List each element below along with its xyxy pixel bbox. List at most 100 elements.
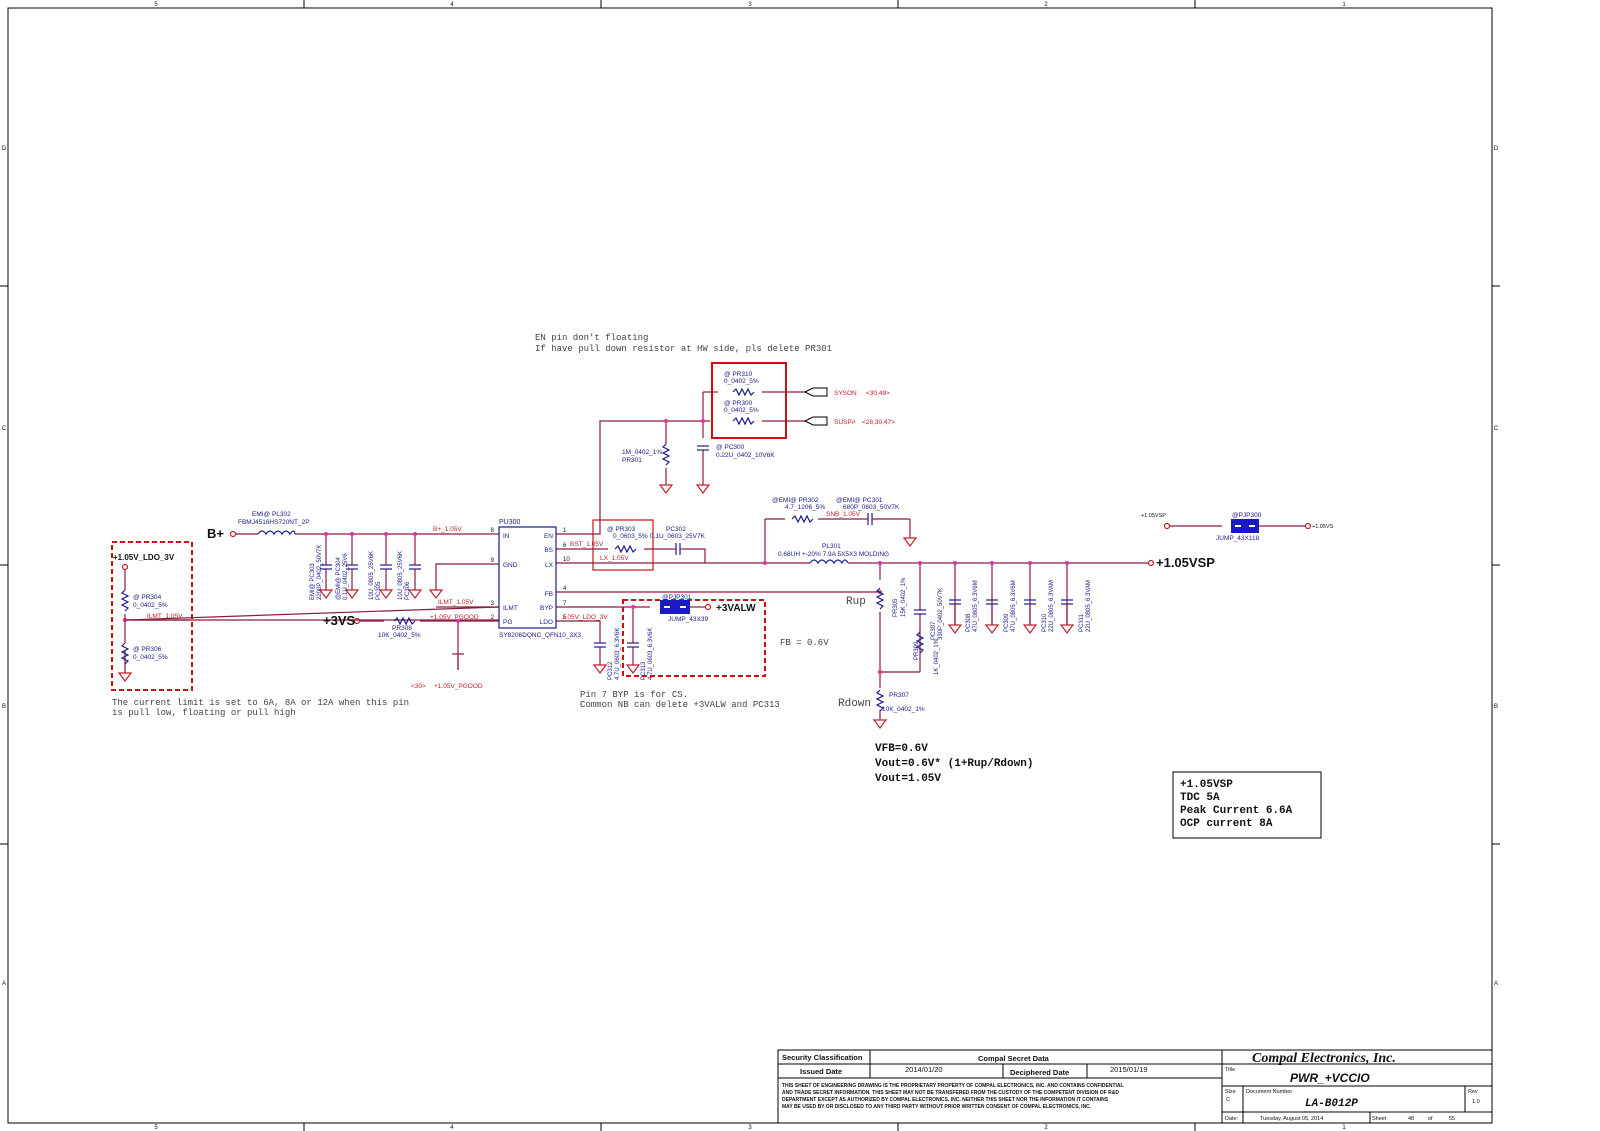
net-snb: SNB_1.05V <box>826 511 861 518</box>
part-value: 1M_0402_1% <box>622 449 662 456</box>
tb-rev-label: Rev <box>1468 1089 1478 1095</box>
tb-size-label: Size <box>1225 1089 1236 1095</box>
net-terminal <box>229 530 237 538</box>
pin-number: 6 <box>563 543 567 549</box>
byp-option-box <box>622 599 766 677</box>
part-ref: @EMI@ PC301 <box>836 497 883 504</box>
vout-result: Vout=1.05V <box>875 773 941 785</box>
capacitor-pc312[interactable] <box>594 642 606 648</box>
tb-issued-label: Issued Date <box>800 1067 842 1076</box>
port-susp[interactable] <box>803 416 828 426</box>
net-pgood: +1.05V_PGOOD <box>434 683 483 690</box>
ic-pin-fb: FB <box>545 591 553 598</box>
net-jump-right: +1.05VS <box>1312 524 1334 530</box>
rdown-label: Rdown <box>838 698 871 710</box>
inductor-pl302[interactable]: EMI@ PL302 FBMJ4516HS720NT_2P <box>238 511 310 536</box>
border-col-label: 3 <box>748 1125 752 1131</box>
capacitor-pc306[interactable] <box>409 564 421 570</box>
note-byp-line1: Pin 7 BYP is for CS. <box>580 690 688 700</box>
part-ref: @ PR310 <box>724 371 753 378</box>
spec-peak: Peak Current 6.6A <box>1180 805 1293 817</box>
ic-pin-in: IN <box>503 533 510 540</box>
part-label-rotated: PC30847U_0805_6.3V6M <box>966 580 979 632</box>
capacitor-pc313[interactable] <box>627 642 639 648</box>
ic-pu300[interactable]: PU300 SY8206DQNC_QFN10_3X3 IN GND ILMT P… <box>491 519 582 639</box>
resistor-pr308[interactable] <box>393 616 416 626</box>
title-block: Security Classification Compal Secret Da… <box>777 1049 1493 1124</box>
net-terminal <box>1304 522 1312 530</box>
tb-security-label: Security Classification <box>782 1053 863 1062</box>
pin-number: 8 <box>491 528 495 534</box>
pin-number: 3 <box>491 601 495 607</box>
wires <box>124 391 1305 720</box>
bst-option-box <box>592 519 654 571</box>
net-bst: BST_1.05V <box>570 541 604 548</box>
border-col-label: 2 <box>1044 1125 1048 1131</box>
pin-number: 9 <box>491 558 495 564</box>
ground-icon <box>592 664 608 674</box>
part-ref: @ PR303 <box>607 526 636 533</box>
part-ref: PC302 <box>666 526 686 533</box>
jumper-pjp301[interactable]: @PJP301 JUMP_43X39 <box>660 594 708 623</box>
part-label-rotated: PC31122U_0805_6.3VAM <box>1079 580 1092 632</box>
pin-number: 2 <box>491 615 495 621</box>
net-3valw: +3VALW <box>716 603 756 614</box>
ground-icon <box>378 589 394 599</box>
part-ref: EMI@ PL302 <box>252 511 291 518</box>
resistor-pr300[interactable] <box>732 416 755 426</box>
resistor-pr303[interactable] <box>614 544 637 554</box>
note-ilmt-line2: is pull low, floating or pull high <box>112 708 296 718</box>
net-terminal <box>1147 559 1155 567</box>
part-ref: PR301 <box>622 457 642 464</box>
ic-pin-ilmt: ILMT <box>503 605 518 612</box>
part-value: FBMJ4516HS720NT_2P <box>238 519 310 526</box>
spec-box: +1.05VSP TDC 5A Peak Current 6.6A OCP cu… <box>1172 771 1322 839</box>
resistor-pr301[interactable] <box>661 443 671 466</box>
resistor-pr305[interactable] <box>875 587 885 610</box>
net-ldo3v: +1.05V_LDO_3V <box>113 553 175 562</box>
net-susp: SUSP# <box>834 419 856 426</box>
resistor-pr310[interactable] <box>732 387 755 397</box>
pin-number: 5 <box>563 615 567 621</box>
capacitor-pc300[interactable] <box>697 445 709 451</box>
resistor-pr307[interactable] <box>875 689 885 712</box>
resistor-pr306[interactable] <box>120 642 130 665</box>
vout-formula: Vout=0.6V* (1+Rup/Rdown) <box>875 758 1033 770</box>
capacitor-pc301[interactable] <box>867 513 873 525</box>
jumper-pjp300[interactable]: @PJP300 JUMP_43X118 <box>1216 512 1262 542</box>
part-value: 10K_0402_5% <box>378 632 421 639</box>
spec-rail: +1.05VSP <box>1180 779 1233 791</box>
part-ref: PR307 <box>889 692 909 699</box>
net-bplus: B+ <box>207 526 224 541</box>
ground-icon <box>428 589 444 599</box>
part-value: 0.68UH +-20% 7.9A 5X5X3 MOLDING <box>778 551 889 558</box>
border-col-label: 4 <box>450 1125 454 1131</box>
resistor-pr302[interactable] <box>791 514 814 524</box>
port-syson[interactable] <box>803 387 828 397</box>
tb-legal-line: MAY BE USED BY OR DISCLOSED TO ANY THIRD… <box>782 1104 1092 1110</box>
note-ilmt-line1: The current limit is set to 6A, 8A or 12… <box>112 698 409 708</box>
capacitor-pc302[interactable] <box>675 543 681 555</box>
ref-susp: <28,30,47> <box>862 419 895 426</box>
tb-title: PWR_+VCCIO <box>1290 1071 1370 1085</box>
part-ref: @PJP301 <box>662 594 692 601</box>
capacitor-pc305[interactable] <box>380 564 392 570</box>
inductor-pl301[interactable]: PL301 0.68UH +-20% 7.9A 5X5X3 MOLDING <box>778 543 889 565</box>
tb-of: of <box>1428 1116 1433 1122</box>
tb-legal-line: THIS SHEET OF ENGINEERING DRAWING IS THE… <box>782 1083 1124 1089</box>
note-en-line2: If have pull down resistor at HW side, p… <box>535 344 832 354</box>
pin-number: 7 <box>563 601 567 607</box>
part-ref: @ PC300 <box>716 444 745 451</box>
part-value: 0_0402_5% <box>724 407 759 414</box>
resistor-pr304[interactable] <box>120 589 130 612</box>
part-label-rotated: PC30947U_0805_6.3V6M <box>1004 580 1017 632</box>
part-ref: PR308 <box>392 625 412 632</box>
tb-size: C <box>1226 1097 1230 1103</box>
part-label-rotated: EMI@ PC3032200P_0402_50V7K <box>310 545 323 600</box>
net-105vsp: +1.05VSP <box>1156 555 1215 570</box>
tb-docnum: LA-B012P <box>1305 1098 1358 1110</box>
part-ref: @ PR304 <box>133 594 162 601</box>
capacitor-pc307[interactable] <box>914 609 926 615</box>
resistor-pr309[interactable] <box>915 631 925 654</box>
part-ref: @EMI@ PR302 <box>772 497 819 504</box>
